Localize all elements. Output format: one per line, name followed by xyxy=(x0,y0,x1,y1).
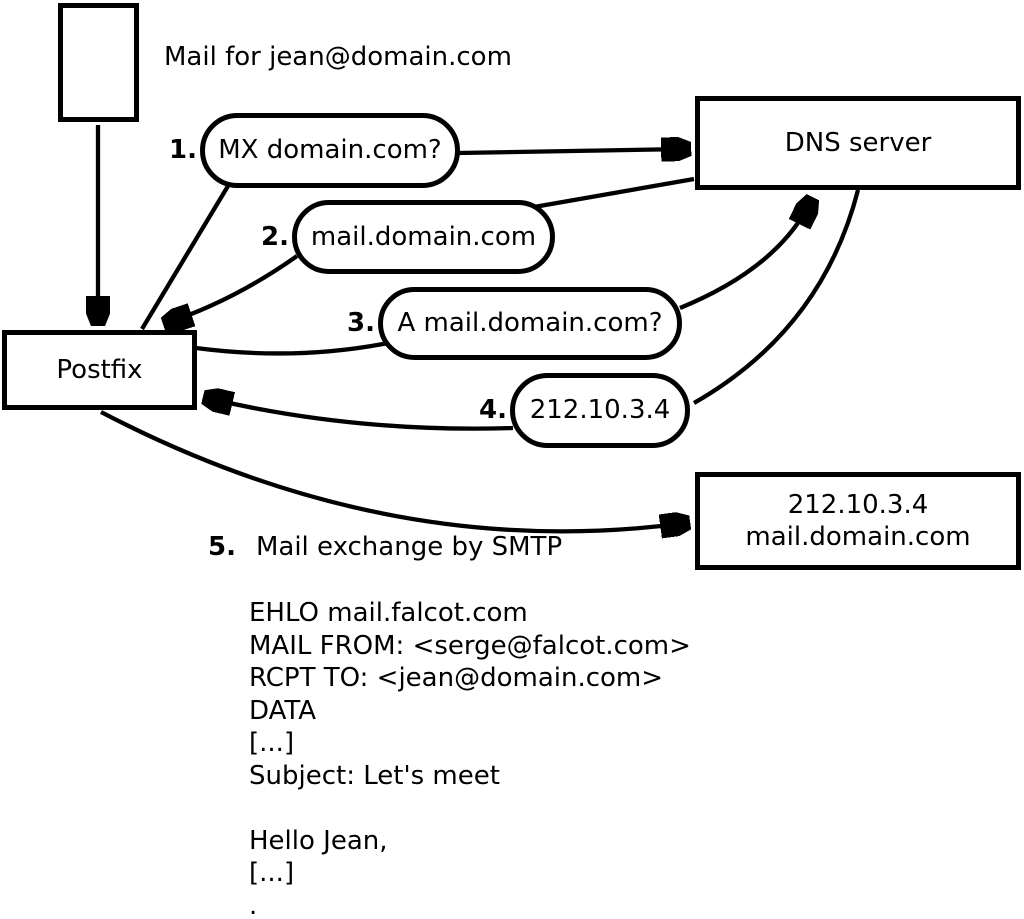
step5-label: Mail exchange by SMTP xyxy=(255,532,563,562)
destination-hostname-label: mail.domain.com xyxy=(745,522,971,552)
destination-server-node: 212.10.3.4 mail.domain.com xyxy=(695,472,1021,570)
smtp-line-mail-from: MAIL FROM: <serge@falcot.com> xyxy=(249,630,691,661)
connector-dns-to-reply4-icon xyxy=(692,189,861,405)
dns-server-node: DNS server xyxy=(695,96,1021,190)
postfix-node: Postfix xyxy=(2,330,197,410)
connector-postfix-to-query1-icon xyxy=(140,179,233,331)
arrow-query1-to-dns-icon xyxy=(457,149,687,153)
sender-note-label: Mail for jean@domain.com xyxy=(164,42,512,72)
arrow-postfix-to-destination-icon xyxy=(100,410,686,531)
smtp-line-greeting: Hello Jean, xyxy=(249,825,388,856)
smtp-line-subject: Subject: Let's meet xyxy=(249,760,500,791)
destination-ip-label: 212.10.3.4 xyxy=(787,489,929,520)
step1-number: 1. xyxy=(169,135,197,165)
step4-reply-label: 212.10.3.4 xyxy=(529,395,671,426)
step2-reply-pill: mail.domain.com xyxy=(292,200,555,274)
step1-query-pill: MX domain.com? xyxy=(200,113,460,188)
destination-server-label: 212.10.3.4 mail.domain.com xyxy=(745,489,970,554)
smtp-line-rcpt-to: RCPT TO: <jean@domain.com> xyxy=(249,663,664,693)
step1-query-label: MX domain.com? xyxy=(218,135,442,166)
step2-number: 2. xyxy=(261,222,289,252)
step3-query-label: A mail.domain.com? xyxy=(397,308,663,339)
step5-caption: 5. Mail exchange by SMTP xyxy=(208,532,562,562)
step4-reply-pill: 212.10.3.4 xyxy=(510,373,690,448)
smtp-line-data: DATA xyxy=(249,695,316,726)
step2-reply-label: mail.domain.com xyxy=(310,221,537,252)
connector-dns-to-reply2-icon xyxy=(533,176,695,210)
arrow-reply2-to-postfix-icon xyxy=(167,254,299,323)
step5-number: 5. xyxy=(208,532,236,562)
step3-query-pill: A mail.domain.com? xyxy=(378,287,682,360)
smtp-line-blank xyxy=(249,792,691,825)
arrow-query3-to-dns-icon xyxy=(679,201,811,310)
dns-server-node-label: DNS server xyxy=(784,127,932,158)
step3-number: 3. xyxy=(347,308,375,338)
arrow-reply4-to-postfix-icon xyxy=(207,398,514,431)
smtp-line-end-dot: . xyxy=(249,890,258,919)
mail-message-shape xyxy=(58,3,139,122)
postfix-node-label: Postfix xyxy=(56,354,143,385)
step4-number: 4. xyxy=(479,395,507,425)
smtp-line-ehlo: EHLO mail.falcot.com xyxy=(249,598,528,628)
smtp-line-ellipsis-1: [...] xyxy=(249,728,295,758)
smtp-session-transcript: EHLO mail.falcot.com MAIL FROM: <serge@f… xyxy=(249,597,691,919)
connector-postfix-to-query3-icon xyxy=(195,340,389,356)
smtp-line-ellipsis-2: [...] xyxy=(249,858,295,888)
